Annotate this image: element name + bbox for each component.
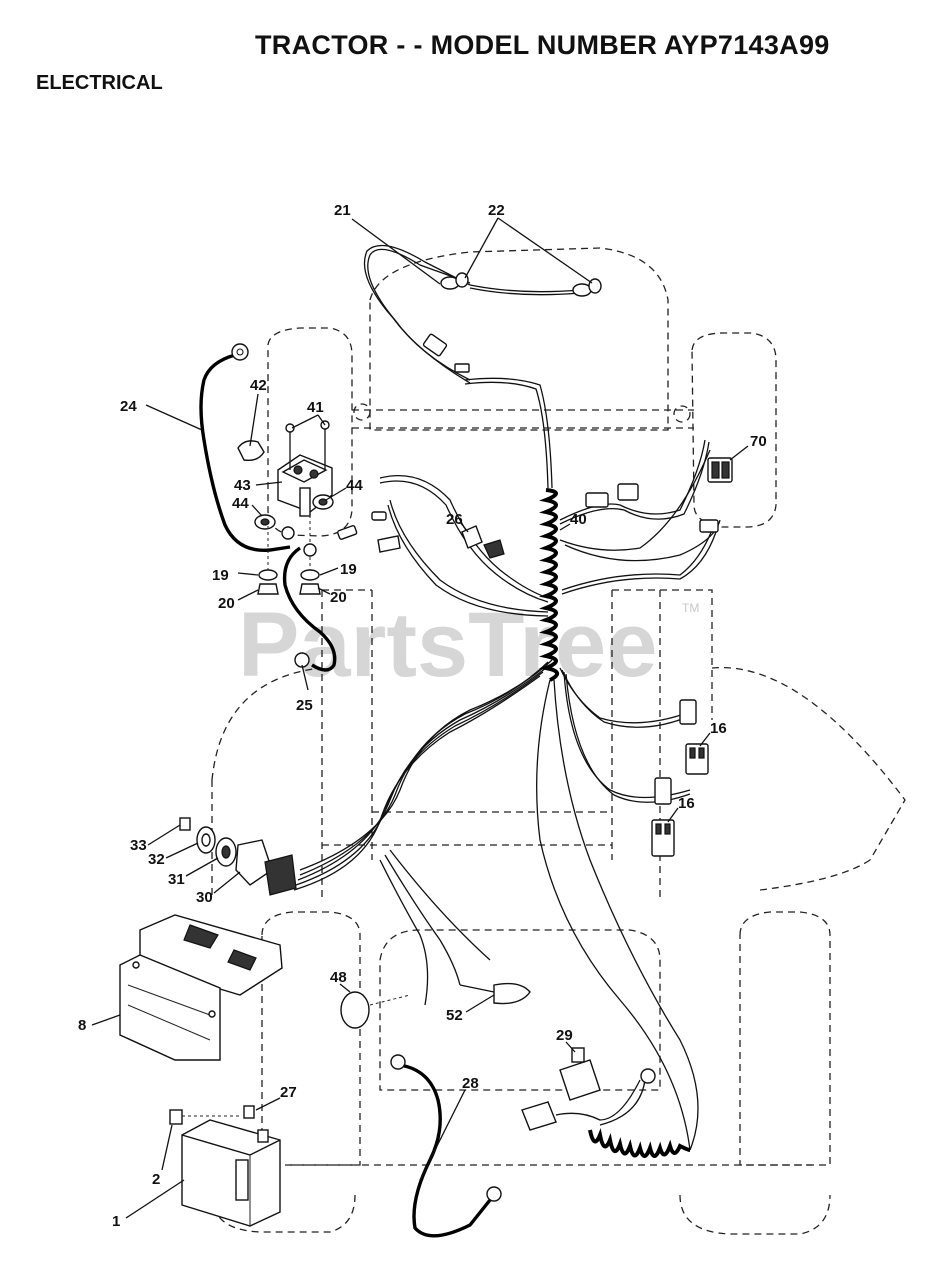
headlight-bulb-right [572,278,602,297]
callout-32: 32 [148,851,165,868]
connector-70 [585,457,733,533]
callout-29: 29 [556,1027,573,1044]
callout-20-left: 20 [218,595,235,612]
headlight-harness [363,244,581,489]
callout-70: 70 [750,433,767,450]
battery-box-8 [119,914,283,1061]
callout-27: 27 [280,1084,297,1101]
callout-40: 40 [570,511,587,528]
seat-switch-29 [521,1047,691,1158]
callout-42: 42 [250,377,267,394]
battery-nut-27 [243,1105,255,1119]
ground-wire-25 [282,546,337,672]
callout-41: 41 [307,399,324,416]
callout-21: 21 [334,202,351,219]
callout-44-left: 44 [232,495,249,512]
switch-16-lower [651,777,675,857]
callout-31: 31 [168,871,185,888]
callout-28: 28 [462,1075,479,1092]
callout-19-left: 19 [212,567,229,584]
callout-20-right: 20 [330,589,347,606]
page-title: TRACTOR - - MODEL NUMBER AYP7143A99 [255,30,830,60]
solenoid-assembly [237,420,387,595]
leader-lines [91,217,749,1219]
callout-43: 43 [234,477,251,494]
callout-8: 8 [78,1017,86,1034]
tractor-outline [211,247,906,1235]
headlight-bulb-left [440,272,469,290]
section-title: ELECTRICAL [36,72,163,94]
callout-1: 1 [112,1213,120,1230]
callout-26: 26 [446,511,463,528]
callout-30: 30 [196,889,213,906]
callout-33: 33 [130,837,147,854]
watermark: PartsTree [238,594,657,696]
callout-2: 2 [152,1171,160,1188]
callout-44-right: 44 [346,477,363,494]
ignition-switch [179,817,297,896]
callout-24: 24 [120,398,137,415]
switch-16-upper [679,699,709,775]
watermark-tm: TM [682,601,699,615]
fuse-52 [459,982,531,1005]
callout-16-lower: 16 [678,795,695,812]
switch-48 [340,991,411,1029]
callout-25: 25 [296,697,313,714]
battery-bolt-2 [169,1109,240,1125]
callout-22: 22 [488,202,505,219]
callout-48: 48 [330,969,347,986]
callout-19-right: 19 [340,561,357,578]
battery-1 [181,1119,281,1227]
connector-26 [377,525,505,559]
main-wire-harness [293,439,721,1151]
callout-52: 52 [446,1007,463,1024]
callout-16-upper: 16 [710,720,727,737]
ground-wire-24 [199,343,291,552]
ground-cable-28 [390,1054,502,1238]
